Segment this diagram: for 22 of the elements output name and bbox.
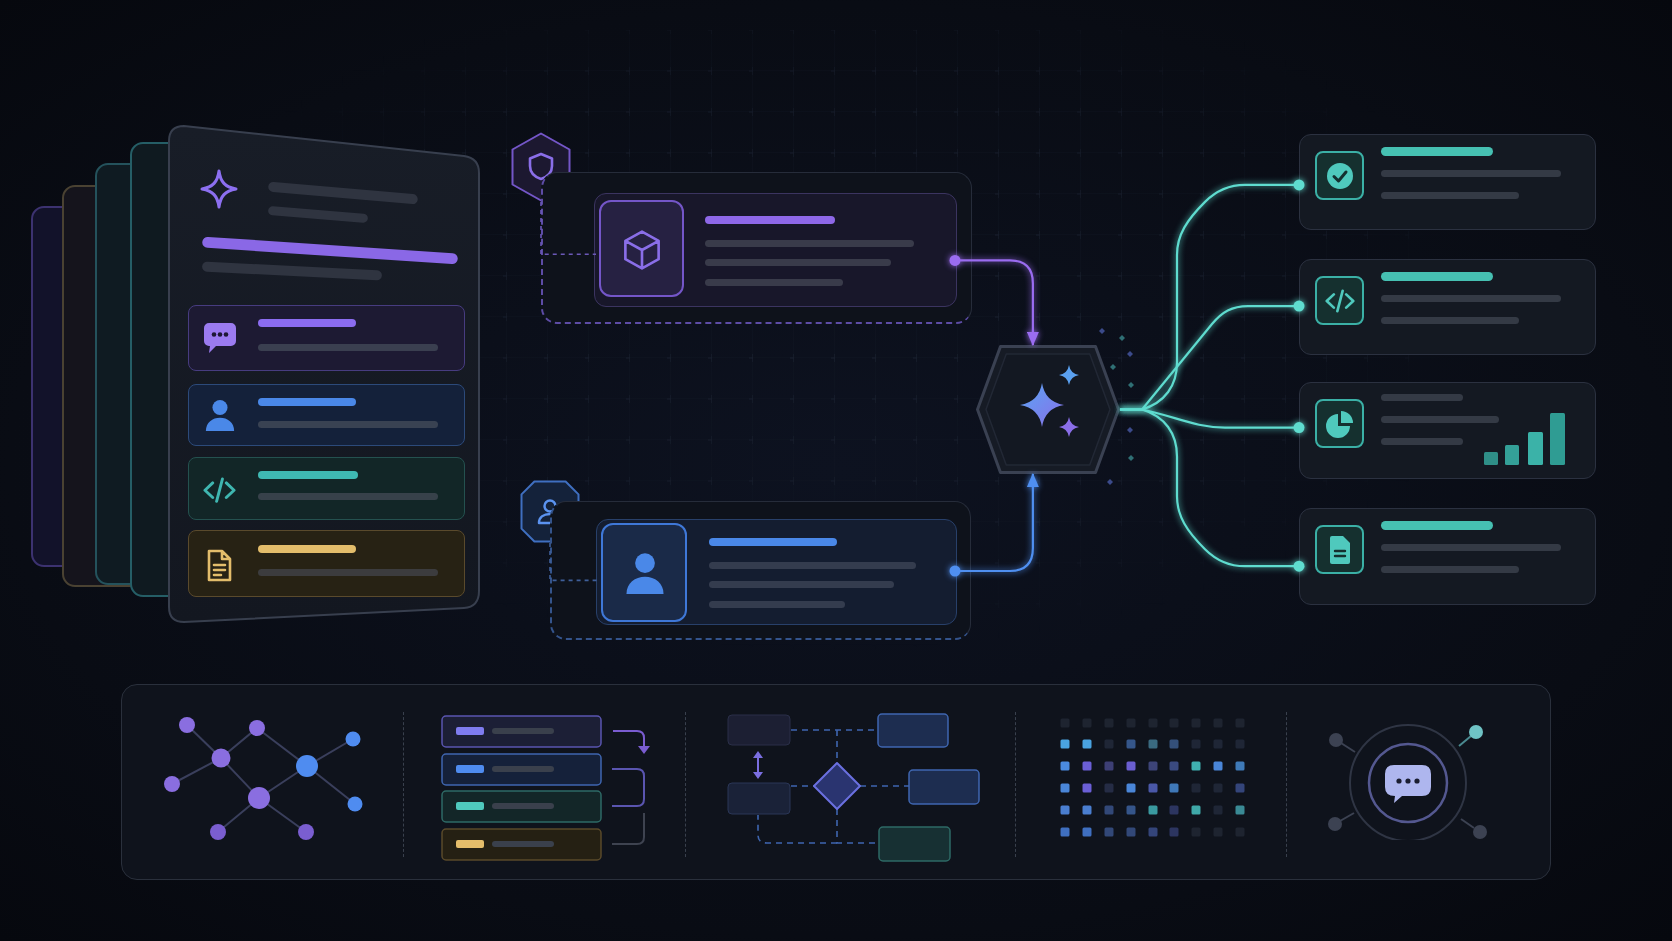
arrow (949, 473, 1039, 577)
list-row (188, 530, 465, 597)
cube-tile (599, 200, 684, 297)
dashed-connector (540, 201, 597, 256)
dashed-connector (549, 542, 599, 582)
group-panel (550, 501, 971, 640)
avatar-tile (601, 523, 687, 622)
connector-line (1120, 408, 1305, 572)
output-card (1299, 259, 1596, 355)
group-panel (541, 172, 972, 324)
output-card (1299, 508, 1596, 605)
output-card (1299, 134, 1596, 230)
module-card (594, 193, 957, 307)
profile-card (596, 519, 957, 625)
arrow (949, 254, 1039, 346)
hub-hexagon (976, 345, 1120, 474)
output-card (1299, 382, 1596, 479)
list-row (188, 384, 465, 446)
bottom-panel (121, 684, 1551, 880)
list-row (188, 457, 465, 520)
document-card (168, 125, 480, 623)
list-row (188, 305, 465, 371)
